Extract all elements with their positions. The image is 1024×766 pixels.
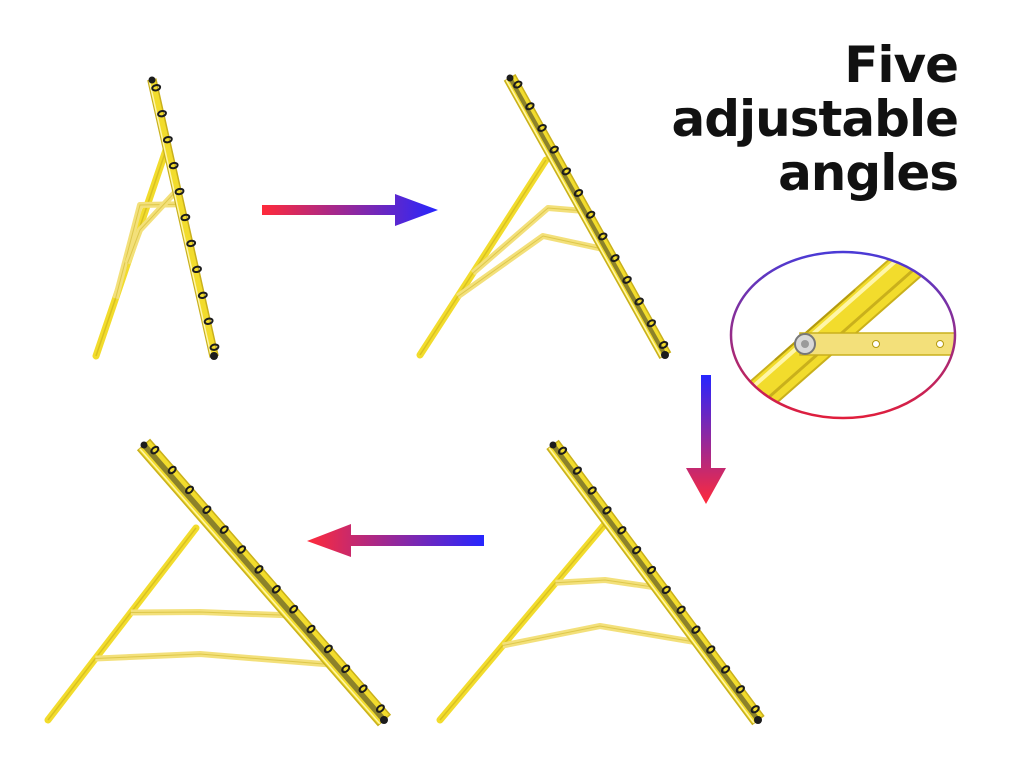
- adjustment-brace: [555, 577, 661, 591]
- headline-line-3: angles: [778, 144, 959, 202]
- bungee-clip: [572, 466, 582, 475]
- bungee-clip: [676, 605, 686, 614]
- bungee-clip: [632, 545, 642, 555]
- angle-position-4: [436, 439, 765, 726]
- bungee-clip: [513, 80, 523, 89]
- bungee-clip: [209, 343, 220, 351]
- bungee-clip: [646, 565, 657, 575]
- top-cap: [549, 441, 557, 449]
- bungee-clip: [706, 645, 716, 654]
- bungee-clip: [185, 485, 194, 495]
- rebound-net: [551, 443, 760, 722]
- bungee-clip: [661, 585, 671, 595]
- angle-position-1: [92, 76, 220, 360]
- bungee-clip: [306, 624, 316, 634]
- hinge-detail-magnifier: [729, 250, 957, 420]
- bungee-clip: [549, 145, 559, 154]
- bungee-clip: [646, 319, 657, 328]
- bungee-clip: [358, 684, 368, 693]
- bungee-clip: [617, 526, 627, 535]
- bungee-clip: [537, 123, 547, 132]
- foot-cap: [380, 716, 388, 724]
- bungee-clip: [658, 340, 669, 349]
- bungee-clip: [162, 135, 173, 144]
- bungee-clip: [610, 254, 620, 263]
- bungee-clip: [557, 446, 568, 455]
- headline-line-2: adjustable: [671, 90, 959, 148]
- bungee-clip: [197, 291, 208, 299]
- top-cap: [140, 441, 148, 449]
- bungee-clip: [180, 213, 191, 222]
- foot-cap: [661, 351, 669, 359]
- bungee-clip: [721, 665, 731, 674]
- adjustment-brace: [502, 623, 702, 649]
- headline-line-1: Five: [844, 36, 959, 94]
- top-cap: [506, 74, 514, 82]
- bungee-clip: [622, 275, 632, 284]
- bungee-clip: [174, 187, 185, 196]
- bungee-clip: [634, 297, 644, 306]
- bungee-clip: [202, 505, 212, 515]
- foot-cap: [754, 716, 762, 724]
- arrow-down-icon: [686, 375, 726, 504]
- bungee-clip: [168, 161, 179, 170]
- bungee-clip: [157, 110, 167, 118]
- bungee-clip: [167, 465, 177, 475]
- bungee-clip: [587, 486, 597, 495]
- angle-position-3: [44, 438, 392, 727]
- bungee-clip: [525, 102, 535, 111]
- bungee-clip: [271, 585, 281, 594]
- bungee-clip: [598, 232, 608, 241]
- headline: Five adjustable angles: [598, 36, 959, 202]
- top-cap: [148, 76, 156, 84]
- bungee-clip: [219, 525, 229, 534]
- bungee-clip: [735, 685, 745, 694]
- bungee-clip: [150, 445, 160, 455]
- bungee-clip: [254, 565, 264, 574]
- bungee-clip: [573, 189, 584, 198]
- rebound-net: [141, 443, 387, 722]
- bungee-clip: [323, 644, 333, 654]
- bungee-clip: [289, 604, 299, 614]
- bungee-clip: [192, 265, 202, 274]
- bungee-clip: [151, 84, 162, 92]
- arrow-left-icon: [307, 524, 484, 557]
- foot-cap: [210, 352, 218, 360]
- bungee-clip: [203, 317, 214, 325]
- bungee-clip: [750, 705, 760, 714]
- bungee-clip: [561, 167, 572, 176]
- arrow-right-icon: [262, 194, 438, 226]
- angle-position-2: [416, 74, 672, 359]
- bungee-clip: [341, 664, 351, 674]
- bungee-clip: [186, 239, 197, 248]
- bungee-clip: [691, 625, 701, 634]
- bungee-clip: [585, 210, 596, 219]
- bungee-clip: [237, 545, 247, 554]
- bungee-clip: [602, 506, 612, 515]
- bungee-clip: [375, 704, 385, 713]
